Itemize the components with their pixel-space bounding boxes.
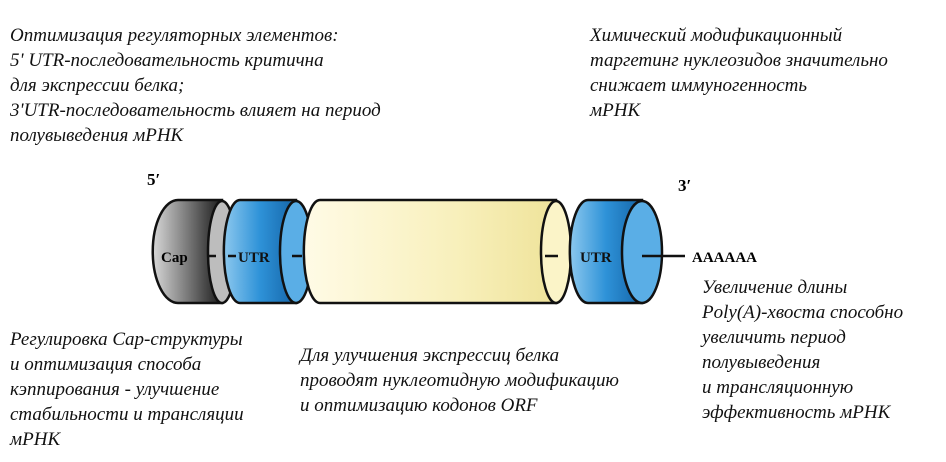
annotation-orf-optimization: Для улучшения экспрессиц белка проводят … bbox=[300, 343, 619, 418]
text-line: полувыведения bbox=[702, 352, 821, 373]
text-line: Poly(A)-хвоста способно bbox=[702, 302, 904, 323]
annotation-regulatory-elements: Оптимизация регуляторных элементов: 5' U… bbox=[10, 23, 381, 148]
text-line: проводят нуклеотидную модификацию bbox=[300, 370, 619, 391]
cap-label: Cap bbox=[161, 250, 188, 266]
text-line: кэппирования - улучшение bbox=[10, 379, 220, 400]
annotation-nucleoside-modification: Химический модификационный таргетинг нук… bbox=[590, 23, 888, 123]
polya-tail-label: AAAAAA bbox=[692, 250, 757, 266]
utr3-face bbox=[620, 199, 664, 305]
text-line: Регулировка Cap-структуры bbox=[10, 329, 243, 350]
text-line: 5' UTR-последовательность критична bbox=[10, 50, 324, 71]
text-line: и оптимизация способа bbox=[10, 354, 202, 375]
text-line: мРНК bbox=[10, 429, 61, 450]
text-line: Увеличение длины bbox=[702, 277, 848, 298]
five-prime-label: 5′ bbox=[147, 170, 160, 189]
text-line: полувыведения мРНК bbox=[10, 125, 184, 146]
text-line: эффективность мРНК bbox=[702, 402, 891, 423]
text-line: мРНК bbox=[590, 100, 641, 121]
text-line: и трансляционную bbox=[702, 377, 854, 398]
utr5-cylinder bbox=[222, 198, 298, 305]
text-line: стабильности и трансляции bbox=[10, 404, 244, 425]
orf-face bbox=[539, 199, 573, 305]
three-prime-label: 3′ bbox=[678, 176, 691, 195]
text-line: увеличить период bbox=[702, 327, 846, 348]
orf-cylinder bbox=[302, 198, 558, 305]
text-line: Химический модификационный bbox=[590, 25, 843, 46]
text-line: для экспрессии белка; bbox=[10, 75, 185, 96]
annotation-cap-regulation: Регулировка Cap-структуры и оптимизация … bbox=[10, 327, 244, 452]
annotation-polya-tail: Увеличение длины Poly(A)-хвоста способно… bbox=[702, 275, 903, 425]
text-line: Оптимизация регуляторных элементов: bbox=[10, 25, 339, 46]
utr5-label: UTR bbox=[238, 250, 270, 266]
text-line: 3'UTR-последовательность влияет на перио… bbox=[10, 100, 381, 121]
text-line: таргетинг нуклеозидов значительно bbox=[590, 50, 888, 71]
text-line: Для улучшения экспрессиц белка bbox=[300, 345, 560, 366]
utr3-label: UTR bbox=[580, 250, 612, 266]
text-line: снижает иммуногенность bbox=[590, 75, 808, 96]
text-line: и оптимизацию кодонов ORF bbox=[300, 395, 538, 416]
cap-cylinder bbox=[151, 198, 224, 305]
